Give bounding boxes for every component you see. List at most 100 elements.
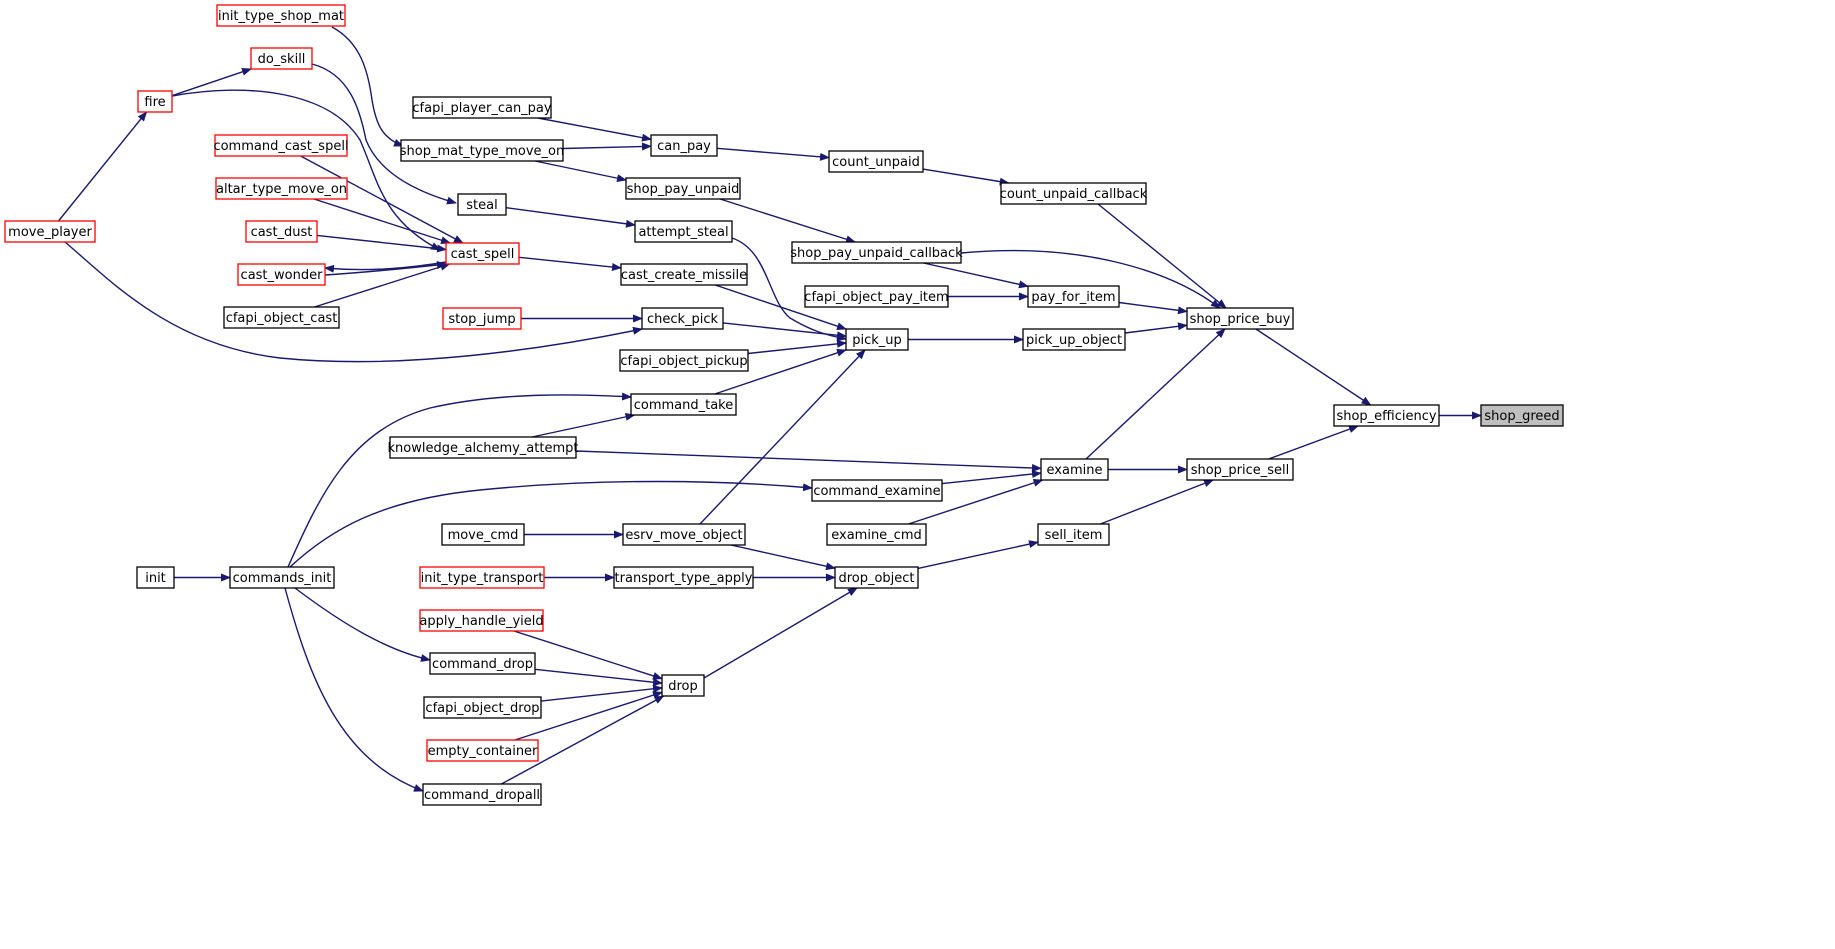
node-box[interactable] <box>422 783 542 806</box>
node-box[interactable] <box>1037 523 1110 546</box>
node-cfapi-object-cast[interactable]: cfapi_object_cast <box>223 306 340 329</box>
node-box[interactable] <box>630 393 737 416</box>
node-knowledge-alchemy-attempt[interactable]: knowledge_alchemy_attempt <box>388 436 579 459</box>
node-box[interactable] <box>641 307 724 330</box>
node-cast-dust[interactable]: cast_dust <box>245 220 318 243</box>
node-box[interactable] <box>400 139 564 162</box>
node-box[interactable] <box>834 566 919 589</box>
node-esrv-move-object[interactable]: esrv_move_object <box>622 523 746 546</box>
node-box[interactable] <box>457 193 507 216</box>
node-box[interactable] <box>1022 328 1126 351</box>
node-apply-handle-yield[interactable]: apply_handle_yield <box>419 609 544 632</box>
node-shop-pay-unpaid[interactable]: shop_pay_unpaid <box>625 177 741 200</box>
node-cfapi-player-can-pay[interactable]: cfapi_player_can_pay <box>412 96 552 119</box>
node-sell-item[interactable]: sell_item <box>1037 523 1110 546</box>
node-box[interactable] <box>445 242 520 265</box>
node-cast-create-missile[interactable]: cast_create_missile <box>620 263 748 286</box>
node-box[interactable] <box>250 47 313 70</box>
node-box[interactable] <box>1333 404 1440 427</box>
node-box[interactable] <box>136 566 175 589</box>
node-box[interactable] <box>423 696 542 719</box>
node-box[interactable] <box>845 328 909 351</box>
node-cfapi-object-pickup[interactable]: cfapi_object_pickup <box>619 349 749 372</box>
node-box[interactable] <box>419 566 545 589</box>
node-command-examine[interactable]: command_examine <box>811 479 943 502</box>
node-box[interactable] <box>620 263 748 286</box>
node-drop[interactable]: drop <box>661 674 705 697</box>
node-box[interactable] <box>229 566 335 589</box>
node-shop-greed[interactable]: shop_greed <box>1480 404 1564 427</box>
node-pay-for-item[interactable]: pay_for_item <box>1027 285 1120 308</box>
node-shop-price-buy[interactable]: shop_price_buy <box>1186 307 1294 330</box>
node-cfapi-object-pay-item[interactable]: cfapi_object_pay_item <box>804 285 949 308</box>
node-box[interactable] <box>441 523 525 546</box>
node-move-player[interactable]: move_player <box>4 220 96 243</box>
node-pick-up[interactable]: pick_up <box>845 328 909 351</box>
node-shop-pay-unpaid-callback[interactable]: shop_pay_unpaid_callback <box>790 241 963 264</box>
node-box[interactable] <box>791 241 962 264</box>
node-steal[interactable]: steal <box>457 193 507 216</box>
node-box[interactable] <box>214 134 348 157</box>
node-box[interactable] <box>625 177 741 200</box>
node-check-pick[interactable]: check_pick <box>641 307 724 330</box>
node-box[interactable] <box>661 674 705 697</box>
node-box[interactable] <box>419 609 544 632</box>
node-drop-object[interactable]: drop_object <box>834 566 919 589</box>
node-box[interactable] <box>613 566 754 589</box>
node-box[interactable] <box>389 436 577 459</box>
node-command-cast-spell[interactable]: command_cast_spell <box>213 134 349 157</box>
node-box[interactable] <box>622 523 746 546</box>
node-fire[interactable]: fire <box>137 90 173 113</box>
node-count-unpaid[interactable]: count_unpaid <box>828 150 924 173</box>
node-box[interactable] <box>650 134 718 157</box>
node-shop-mat-type-move-on[interactable]: shop_mat_type_move_on <box>400 139 565 162</box>
node-box[interactable] <box>412 96 552 119</box>
node-attempt-steal[interactable]: attempt_steal <box>634 220 733 243</box>
node-cfapi-object-drop[interactable]: cfapi_object_drop <box>423 696 542 719</box>
node-cast-wonder[interactable]: cast_wonder <box>237 263 326 286</box>
node-box[interactable] <box>237 263 326 286</box>
node-box[interactable] <box>429 652 536 675</box>
node-box[interactable] <box>1480 404 1564 427</box>
node-init[interactable]: init <box>136 566 175 589</box>
node-box[interactable] <box>442 307 522 330</box>
node-empty-container[interactable]: empty_container <box>426 739 539 762</box>
node-box[interactable] <box>245 220 318 243</box>
node-box[interactable] <box>634 220 733 243</box>
node-examine-cmd[interactable]: examine_cmd <box>826 523 927 546</box>
node-box[interactable] <box>426 739 539 762</box>
node-command-take[interactable]: command_take <box>630 393 737 416</box>
node-box[interactable] <box>811 479 943 502</box>
node-box[interactable] <box>4 220 96 243</box>
node-command-dropall[interactable]: command_dropall <box>422 783 542 806</box>
node-box[interactable] <box>1000 182 1147 205</box>
node-command-drop[interactable]: command_drop <box>429 652 536 675</box>
node-box[interactable] <box>1186 458 1294 481</box>
node-cast-spell[interactable]: cast_spell <box>445 242 520 265</box>
node-move-cmd[interactable]: move_cmd <box>441 523 525 546</box>
node-commands-init[interactable]: commands_init <box>229 566 335 589</box>
node-box[interactable] <box>223 306 340 329</box>
node-box[interactable] <box>1186 307 1294 330</box>
node-examine[interactable]: examine <box>1040 458 1109 481</box>
node-box[interactable] <box>1027 285 1120 308</box>
node-stop-jump[interactable]: stop_jump <box>442 307 522 330</box>
node-box[interactable] <box>619 349 749 372</box>
node-do-skill[interactable]: do_skill <box>250 47 313 70</box>
node-box[interactable] <box>216 4 346 27</box>
node-box[interactable] <box>826 523 927 546</box>
node-box[interactable] <box>137 90 173 113</box>
node-box[interactable] <box>828 150 924 173</box>
node-init-type-shop-mat[interactable]: init_type_shop_mat <box>216 4 346 27</box>
node-box[interactable] <box>804 285 949 308</box>
node-count-unpaid-callback[interactable]: count_unpaid_callback <box>1000 182 1148 205</box>
node-altar-type-move-on[interactable]: altar_type_move_on <box>215 177 348 200</box>
node-shop-efficiency[interactable]: shop_efficiency <box>1333 404 1440 427</box>
node-box[interactable] <box>215 177 348 200</box>
node-transport-type-apply[interactable]: transport_type_apply <box>613 566 754 589</box>
node-shop-price-sell[interactable]: shop_price_sell <box>1186 458 1294 481</box>
node-pick-up-object[interactable]: pick_up_object <box>1022 328 1126 351</box>
node-box[interactable] <box>1040 458 1109 481</box>
node-can-pay[interactable]: can_pay <box>650 134 718 157</box>
node-init-type-transport[interactable]: init_type_transport <box>419 566 545 589</box>
